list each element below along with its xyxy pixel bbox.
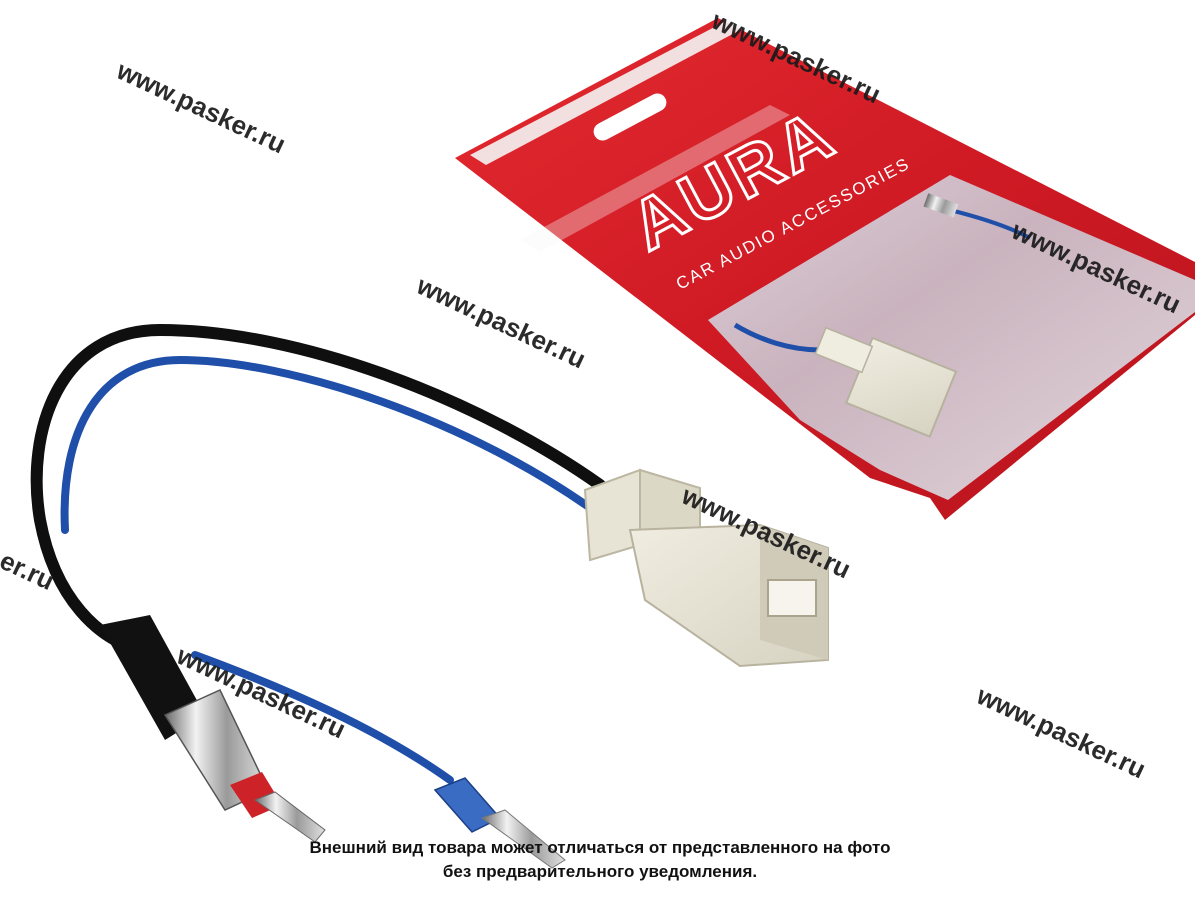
antenna-plug: [100, 615, 326, 843]
antenna-adapter-cable: [30, 323, 829, 869]
iso-connector: [583, 468, 829, 668]
package-bag: AURA CAR AUDIO ACCESSORIES: [455, 18, 1195, 520]
pin-terminal: [433, 777, 566, 869]
disclaimer-line-2: без предварительного уведомления.: [442, 862, 758, 881]
bag-connector: [814, 326, 958, 438]
disclaimer-line-1: Внешний вид товара может отличаться от п…: [309, 838, 891, 857]
